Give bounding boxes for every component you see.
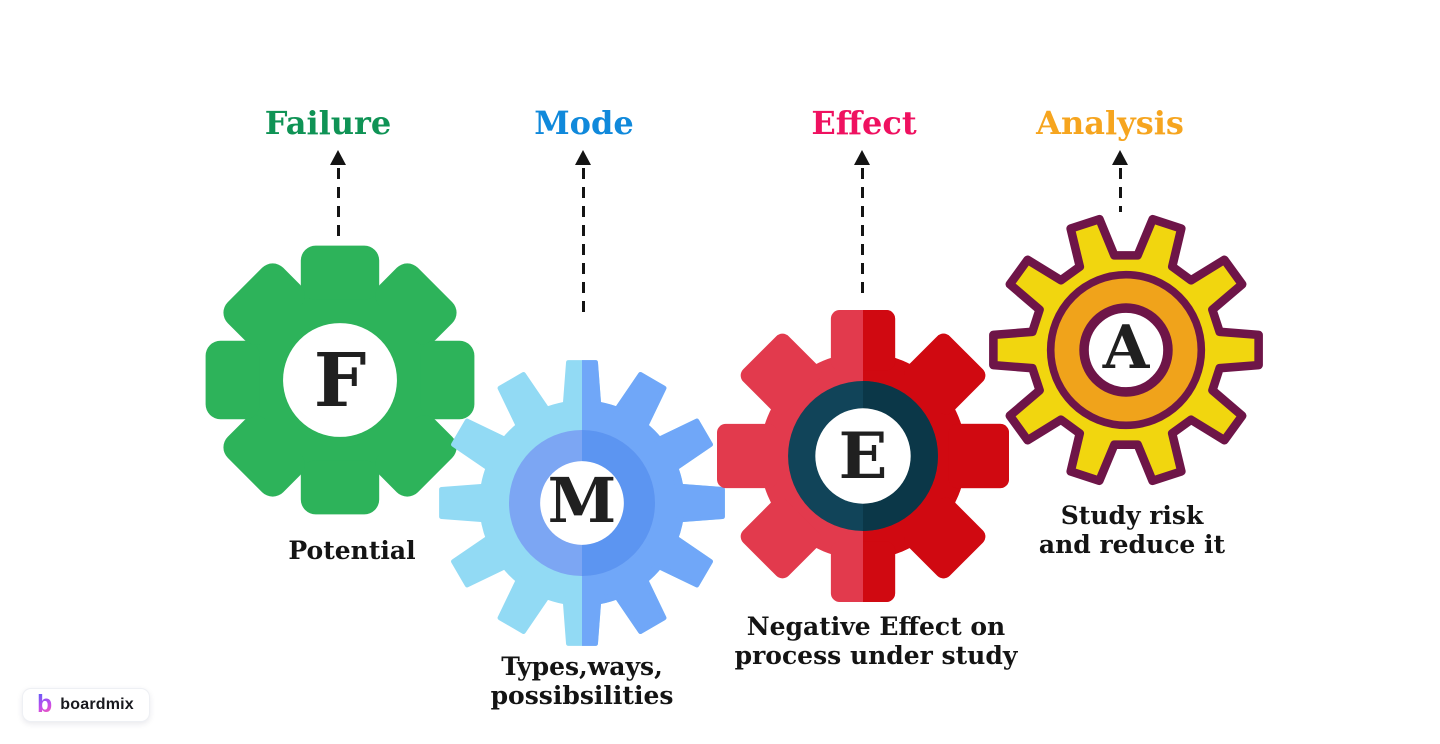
arrow-shaft [860,168,864,296]
caption-line: and reduce it [1038,530,1226,559]
effect-gear-icon [717,310,1009,602]
mode-arrow-icon [575,150,591,316]
caption-line: Types,ways, [501,652,663,681]
failure-gear-icon [205,245,475,515]
arrowhead [575,150,591,165]
effect-letter: E [838,419,888,494]
failure-letter: F [313,338,367,424]
arrowhead [854,150,870,165]
analysis-letter: A [1102,313,1150,383]
caption-line: process under study [734,641,1018,670]
boardmix-logo-icon: b [37,689,53,718]
caption-line: Negative Effect on [746,612,1006,641]
arrowhead [1112,150,1128,165]
analysis-arrow-icon [1112,150,1128,212]
arrow-shaft [336,168,340,238]
boardmix-brand-label: boardmix [60,696,134,713]
analysis-gear-icon [989,214,1263,486]
mode-gear-icon [436,357,728,649]
effect-arrow-icon [854,150,870,296]
title-analysis: Analysis [1036,104,1184,142]
arrow-shaft [581,168,585,316]
failure-arrow-icon [330,150,346,238]
effect-caption: Negative Effect on process under study [735,612,1018,670]
mode-caption: Types,ways, possibsilities [491,652,674,710]
boardmix-badge[interactable]: b boardmix [22,688,150,722]
mode-letter: M [547,464,617,537]
title-failure: Failure [264,104,392,142]
analysis-caption: Study risk and reduce it [1039,501,1225,559]
arrowhead [330,150,346,165]
arrow-shaft [1118,168,1122,212]
title-effect: Effect [811,104,917,142]
caption-line: Study risk [1060,501,1204,530]
caption-line: Potential [288,536,416,565]
caption-line: possibsilities [490,681,674,710]
failure-caption: Potential [288,536,415,565]
title-mode: Mode [534,104,634,142]
